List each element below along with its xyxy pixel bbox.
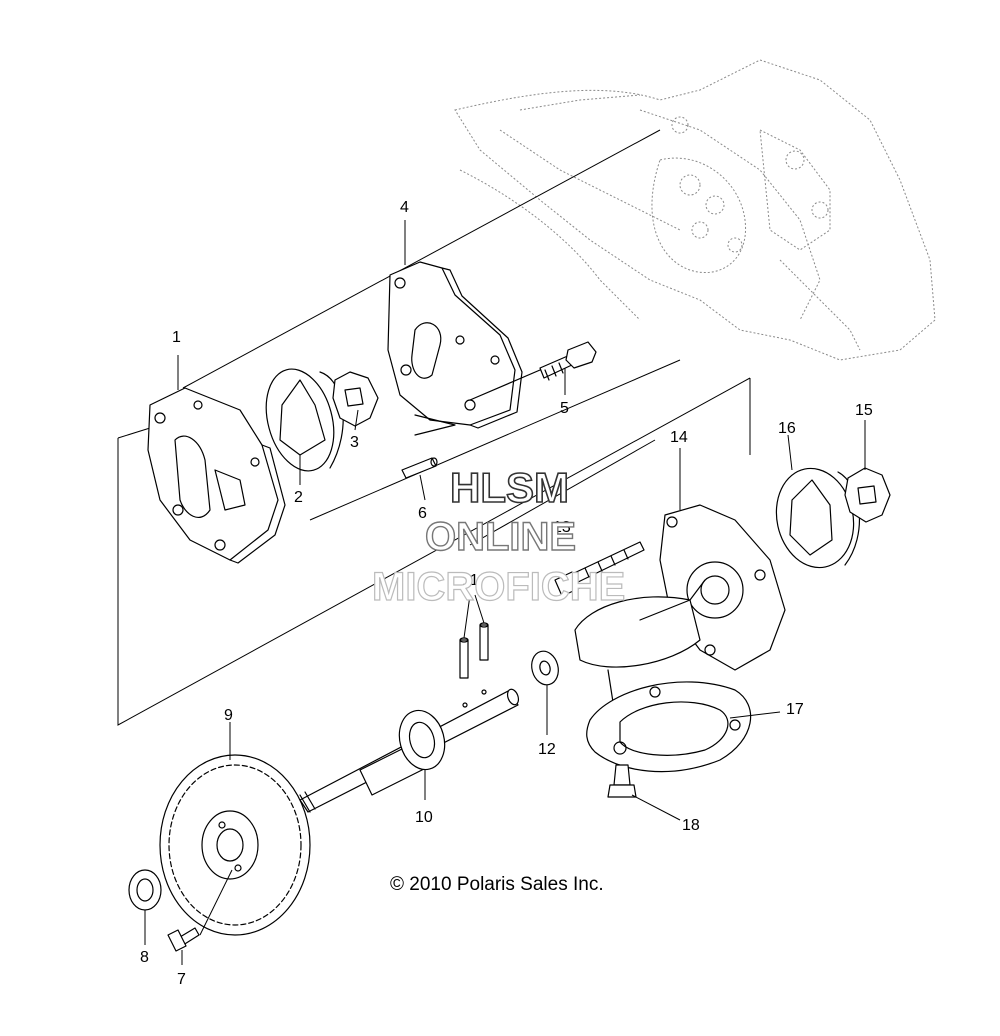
callout-10: 10: [415, 809, 433, 826]
watermark: HLSM ONLINE MICROFICHE: [371, 463, 626, 609]
callout-6: 6: [418, 505, 427, 522]
part-5-bolt: [469, 341, 597, 401]
part-12-washer: [531, 650, 559, 686]
callout-14: 14: [670, 429, 688, 446]
watermark-line-1: HLSM: [450, 464, 569, 511]
part-6-dowel-pin: [401, 414, 456, 479]
callout-1: 1: [172, 329, 181, 346]
part-16-outer-rotor: [775, 467, 861, 569]
part-9-drive-gear: [159, 754, 311, 936]
callout-9: 9: [224, 707, 233, 724]
callout-labels: 1 2 3 4 5 6 7 8 9 10 11 12 13 14 15 16 1…: [140, 199, 873, 988]
callout-3: 3: [350, 434, 359, 451]
callout-16: 16: [778, 420, 796, 437]
callout-5: 5: [560, 400, 569, 417]
callout-7: 7: [177, 971, 186, 988]
callout-4: 4: [400, 199, 409, 216]
strainer-housing: [574, 579, 706, 761]
watermark-line-2: ONLINE: [425, 515, 576, 559]
callout-13: 13: [553, 519, 571, 536]
callout-17: 17: [786, 701, 804, 718]
part-11-pins: [459, 594, 489, 679]
part-13-long-bolt: [554, 541, 645, 597]
part-17-gasket: [586, 681, 752, 773]
part-8-washer: [128, 869, 162, 911]
assembly-guide-lines: [117, 129, 751, 726]
callout-8: 8: [140, 949, 149, 966]
leader-lines: [144, 220, 866, 965]
callout-18: 18: [682, 817, 700, 834]
part-4-pump-housing: [387, 261, 523, 429]
watermark-line-3: MICROFICHE: [372, 565, 625, 609]
callout-15: 15: [855, 402, 873, 419]
engine-case-outline: [454, 59, 936, 361]
part-10-pump-shaft: [299, 688, 520, 813]
part-18-screw: [607, 764, 637, 798]
part-15-inner-rotor: [844, 467, 891, 523]
part-1-pump-plate: [147, 387, 286, 564]
callout-12: 12: [538, 741, 556, 758]
callout-2: 2: [294, 489, 303, 506]
copyright-text: © 2010 Polaris Sales Inc.: [390, 874, 604, 895]
part-7-bolt: [167, 927, 200, 952]
callout-11: 11: [462, 572, 479, 589]
part-3-inner-rotor: [332, 371, 379, 427]
